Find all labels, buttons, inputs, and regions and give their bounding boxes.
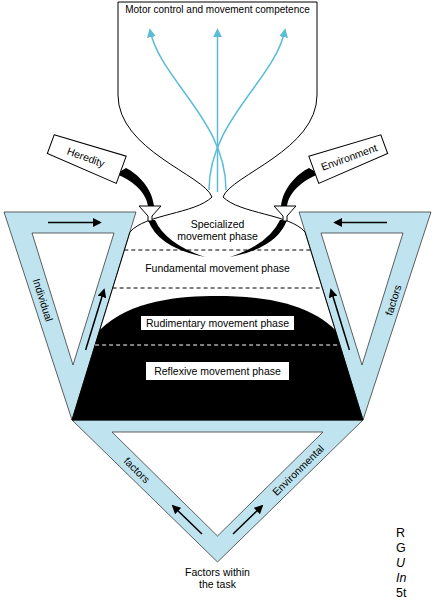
citation-fragment: In	[396, 571, 406, 585]
competence-bulb: Motor control and movement competence	[119, 4, 316, 16]
sand-mound	[72, 296, 363, 420]
development-arrow	[150, 30, 226, 190]
funnel	[139, 206, 161, 221]
flow-arrow	[173, 506, 202, 534]
flow-arrow	[48, 222, 100, 224]
flow-arrow	[331, 290, 349, 350]
node-text: Motor control and movement competence	[119, 4, 316, 16]
task-factor-band	[72, 420, 363, 562]
citation-fragment: U	[396, 556, 405, 570]
funnel	[274, 206, 296, 221]
phase-divider	[95, 345, 340, 346]
citation-fragment: R	[396, 526, 405, 540]
factor-label: Environmental	[270, 442, 326, 498]
sand-pour	[281, 168, 319, 206]
phase-band: Specialized movement phase	[168, 218, 268, 242]
development-arrow	[209, 30, 285, 190]
flow-arrow	[335, 222, 387, 224]
hourglass-outline	[72, 2, 363, 420]
node-text: Reflexive movement phase	[154, 365, 281, 377]
flow-arrow	[86, 290, 104, 350]
bucket-outline	[46, 131, 126, 184]
phase-band: Reflexive movement phase	[146, 362, 289, 380]
phase-band: Rudimentary movement phase	[141, 316, 294, 330]
development-arrow	[217, 30, 219, 192]
environment-bucket: Environment	[308, 130, 390, 184]
heredity-bucket: Heredity	[45, 130, 127, 184]
sand-pour	[116, 168, 154, 206]
phase-band: Fundamental movement phase	[145, 262, 290, 274]
node-text: Specialized movement phase	[168, 218, 268, 242]
node-text: Rudimentary movement phase	[146, 317, 289, 329]
bucket-outline	[309, 131, 389, 184]
citation-fragment: 5t	[396, 586, 406, 600]
phase-divider	[124, 250, 310, 251]
phase-divider	[113, 288, 323, 289]
task-label: Factors within the task	[182, 566, 254, 590]
node-text: Fundamental movement phase	[145, 262, 290, 274]
citation-fragment: G	[396, 541, 406, 555]
flow-arrow	[233, 506, 262, 534]
